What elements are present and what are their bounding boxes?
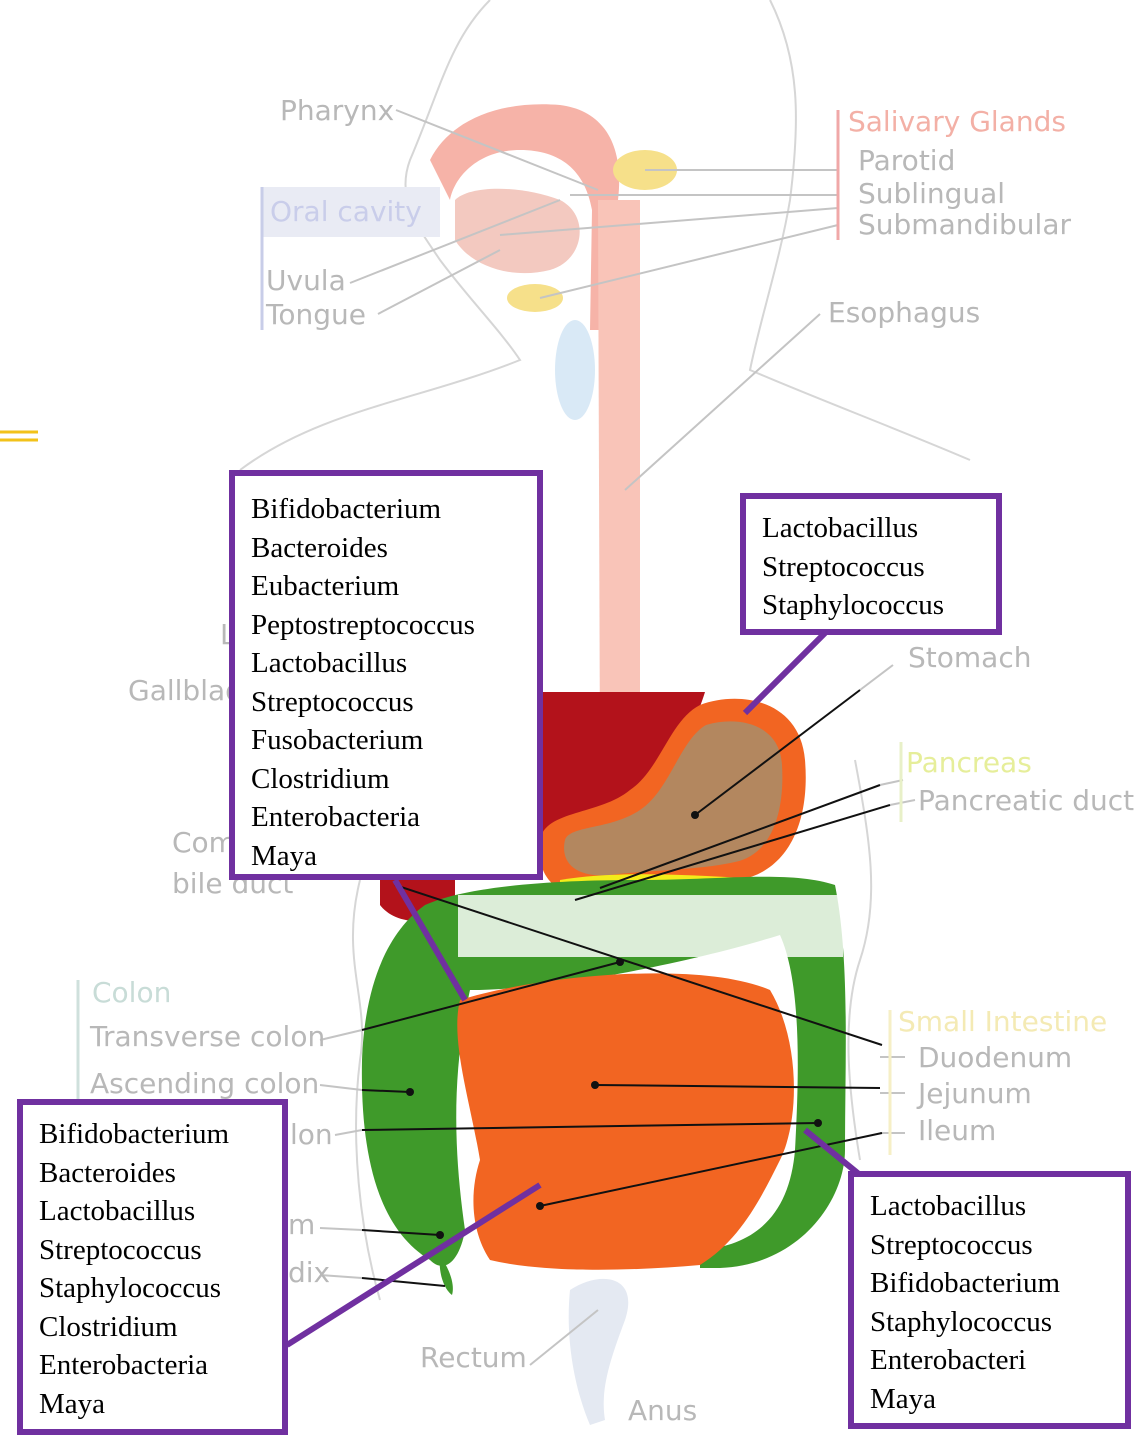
label-common-bile-duct-partial: Com [172, 826, 236, 859]
label-ascending-colon: Ascending colon [90, 1067, 319, 1100]
bacteria-item: Staphylococcus [870, 1303, 1109, 1342]
yellow-accent-lines [0, 432, 38, 440]
bacteria-item: Bacteroides [39, 1154, 266, 1193]
label-cecum-partial: m [288, 1208, 315, 1241]
label-gallbladder-partial: Gallblad [128, 674, 243, 707]
ileum-bacteria-box: Lactobacillus Streptococcus Bifidobacter… [848, 1171, 1131, 1429]
bacteria-item: Eubacterium [251, 567, 521, 606]
label-appendix-partial: dix [288, 1256, 330, 1289]
bacteria-item: Clostridium [251, 760, 521, 799]
bacteria-item: Streptococcus [870, 1226, 1109, 1265]
label-anus: Anus [628, 1394, 697, 1427]
bacteria-item: Bacteroides [251, 529, 521, 568]
bacteria-item: Streptococcus [762, 548, 980, 587]
bacteria-item: Maya [870, 1380, 1109, 1419]
bacteria-item: Lactobacillus [762, 509, 980, 548]
label-transverse-colon: Transverse colon [89, 1020, 325, 1053]
bacteria-item: Enterobacteria [251, 798, 521, 837]
label-small-intestine: Small Intestine [898, 1005, 1107, 1038]
bacteria-item: Lactobacillus [870, 1187, 1109, 1226]
label-duodenum: Duodenum [918, 1041, 1072, 1074]
label-jejunum: Jejunum [916, 1077, 1032, 1110]
label-submandibular: Submandibular [858, 208, 1071, 241]
label-oral-cavity: Oral cavity [270, 195, 422, 228]
bacteria-item: Staphylococcus [762, 586, 980, 625]
bacteria-item: Bifidobacterium [251, 490, 521, 529]
label-descending-colon-partial: lon [290, 1118, 333, 1151]
label-parotid: Parotid [858, 144, 955, 177]
bacteria-item: Maya [39, 1385, 266, 1424]
bacteria-item: Maya [251, 837, 521, 876]
submandibular-gland [507, 284, 563, 312]
label-uvula: Uvula [266, 264, 346, 297]
label-tongue: Tongue [265, 298, 366, 331]
esophagus-shape [598, 200, 640, 760]
trachea-shape [555, 320, 595, 420]
label-pancreas: Pancreas [906, 746, 1032, 779]
bacteria-item: Streptococcus [251, 683, 521, 722]
label-rectum: Rectum [420, 1341, 527, 1374]
label-colon: Colon [92, 976, 171, 1009]
label-pharynx: Pharynx [280, 94, 394, 127]
duodenum-bacteria-box: Bifidobacterium Bacteroides Eubacterium … [229, 470, 543, 880]
small-intestine-shape [457, 973, 794, 1269]
label-ileum: Ileum [918, 1114, 996, 1147]
label-esophagus: Esophagus [828, 296, 980, 329]
label-sublingual: Sublingual [858, 177, 1005, 210]
rectum-shape [569, 1279, 629, 1425]
bacteria-item: Clostridium [39, 1308, 266, 1347]
bacteria-item: Fusobacterium [251, 721, 521, 760]
label-stomach: Stomach [908, 641, 1031, 674]
bacteria-item: Bifidobacterium [870, 1264, 1109, 1303]
bacteria-item: Peptostreptococcus [251, 606, 521, 645]
stomach-bacteria-box: Lactobacillus Streptococcus Staphylococc… [740, 493, 1002, 635]
label-pancreatic-duct: Pancreatic duct [918, 784, 1134, 817]
bacteria-item: Streptococcus [39, 1231, 266, 1270]
bacteria-item: Enterobacteria [39, 1346, 266, 1385]
bacteria-item: Staphylococcus [39, 1269, 266, 1308]
bacteria-item: Bifidobacterium [39, 1115, 266, 1154]
colon-bacteria-box: Bifidobacterium Bacteroides Lactobacillu… [17, 1099, 288, 1435]
bacteria-item: Enterobacteri [870, 1341, 1109, 1380]
bacteria-item: Lactobacillus [39, 1192, 266, 1231]
bacteria-item: Lactobacillus [251, 644, 521, 683]
label-salivary-glands: Salivary Glands [848, 105, 1066, 138]
overlay-band [458, 895, 843, 957]
